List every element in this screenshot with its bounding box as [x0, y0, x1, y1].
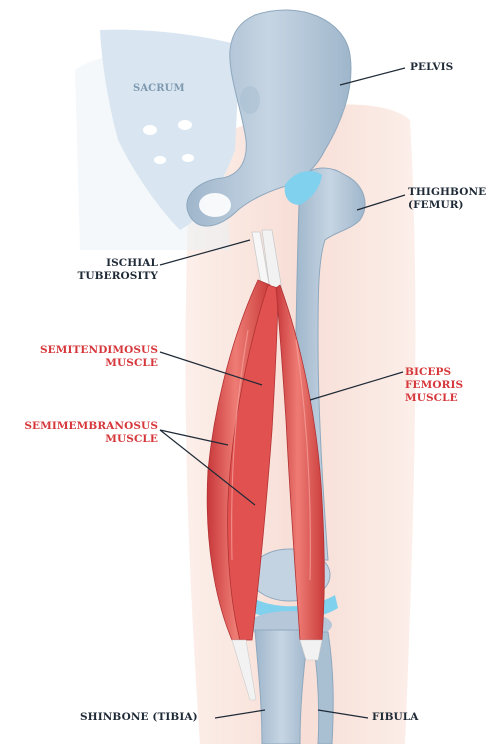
label-semitendinosus-line2: MUSCLE [30, 357, 158, 370]
label-biceps-line2: FEMORIS [405, 379, 463, 392]
label-semitendinosus: SEMITENDIMOSUS MUSCLE [30, 344, 158, 370]
label-biceps-femoris: BICEPS FEMORIS MUSCLE [405, 366, 463, 405]
label-pelvis: PELVIS [410, 61, 453, 74]
label-semitendinosus-line1: SEMITENDIMOSUS [30, 344, 158, 357]
label-ischial-tuberosity: ISCHIAL TUBEROSITY [55, 257, 158, 283]
label-thighbone-line1: THIGHBONE [408, 186, 486, 199]
label-semimembranosus-line1: SEMIMEMBRANOSUS [8, 420, 158, 433]
label-biceps-line1: BICEPS [405, 366, 463, 379]
label-sacrum: SACRUM [133, 82, 185, 95]
label-semimembranosus-line2: MUSCLE [8, 433, 158, 446]
label-ischial-line1: ISCHIAL [55, 257, 158, 270]
shin-bones [255, 630, 333, 744]
label-thighbone: THIGHBONE (FEMUR) [408, 186, 486, 212]
label-thighbone-line2: (FEMUR) [408, 199, 486, 212]
label-fibula: FIBULA [372, 711, 419, 724]
label-semimembranosus: SEMIMEMBRANOSUS MUSCLE [8, 420, 158, 446]
label-ischial-line2: TUBEROSITY [55, 270, 158, 283]
label-biceps-line3: MUSCLE [405, 392, 463, 405]
label-shinbone: SHINBONE (TIBIA) [80, 711, 198, 724]
